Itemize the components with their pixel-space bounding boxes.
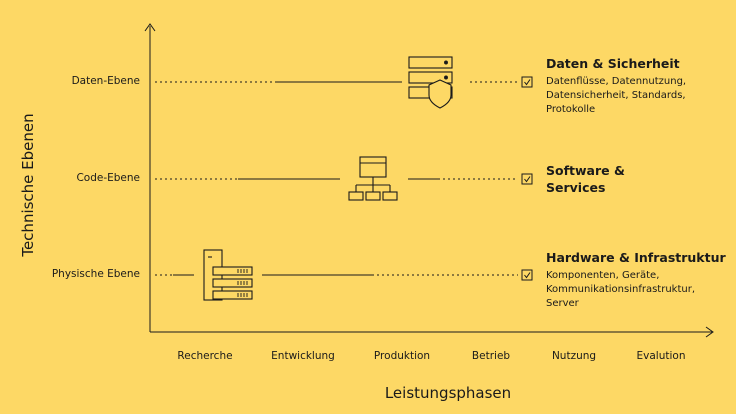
level-title-physisch: Hardware & Infrastruktur (546, 249, 726, 266)
description-line: Datenflüsse, Datennutzung, (546, 76, 687, 87)
title-line: Hardware & Infrastruktur (546, 250, 726, 265)
description-line: Kommunikationsinfrastruktur, (546, 284, 696, 295)
level-description-daten: Datenflüsse, Datennutzung, Datensicherhe… (546, 75, 686, 117)
x-axis-title: Leistungsphasen (384, 384, 512, 402)
level-label-physisch: Physische Ebene (51, 268, 140, 280)
description-line: Komponenten, Geräte, (546, 270, 660, 281)
phase-label: Recherche (177, 350, 233, 362)
level-label-daten: Daten-Ebene (71, 75, 140, 87)
checkbox-icon-code (521, 173, 533, 185)
description-line: Server (546, 298, 579, 309)
level-description-physisch: Komponenten, Geräte, Kommunikationsinfra… (546, 269, 695, 311)
server-shield-icon (408, 56, 453, 109)
phase-label: Betrieb (471, 350, 511, 362)
title-line: Services (546, 180, 606, 195)
device-server-icon (203, 249, 253, 301)
level-title-daten: Daten & Sicherheit (546, 55, 680, 72)
phase-label: Evalution (636, 350, 686, 362)
y-axis-title: Technische Ebenen (19, 113, 37, 257)
title-line: Daten & Sicherheit (546, 56, 680, 71)
title-line: Software & (546, 163, 625, 178)
description-line: Datensicherheit, Standards, (546, 90, 686, 101)
description-line: Protokolle (546, 104, 596, 115)
level-label-code: Code-Ebene (76, 172, 140, 184)
y-axis (144, 23, 156, 332)
x-axis (150, 326, 714, 338)
checkbox-icon-daten (521, 76, 533, 88)
checkbox-icon-physisch (521, 269, 533, 281)
level-title-code: Software & Services (546, 162, 625, 196)
window-hierarchy-icon (348, 156, 398, 201)
phase-label: Produktion (373, 350, 431, 362)
phase-label: Nutzung (551, 350, 597, 362)
phase-label: Entwicklung (271, 350, 335, 362)
